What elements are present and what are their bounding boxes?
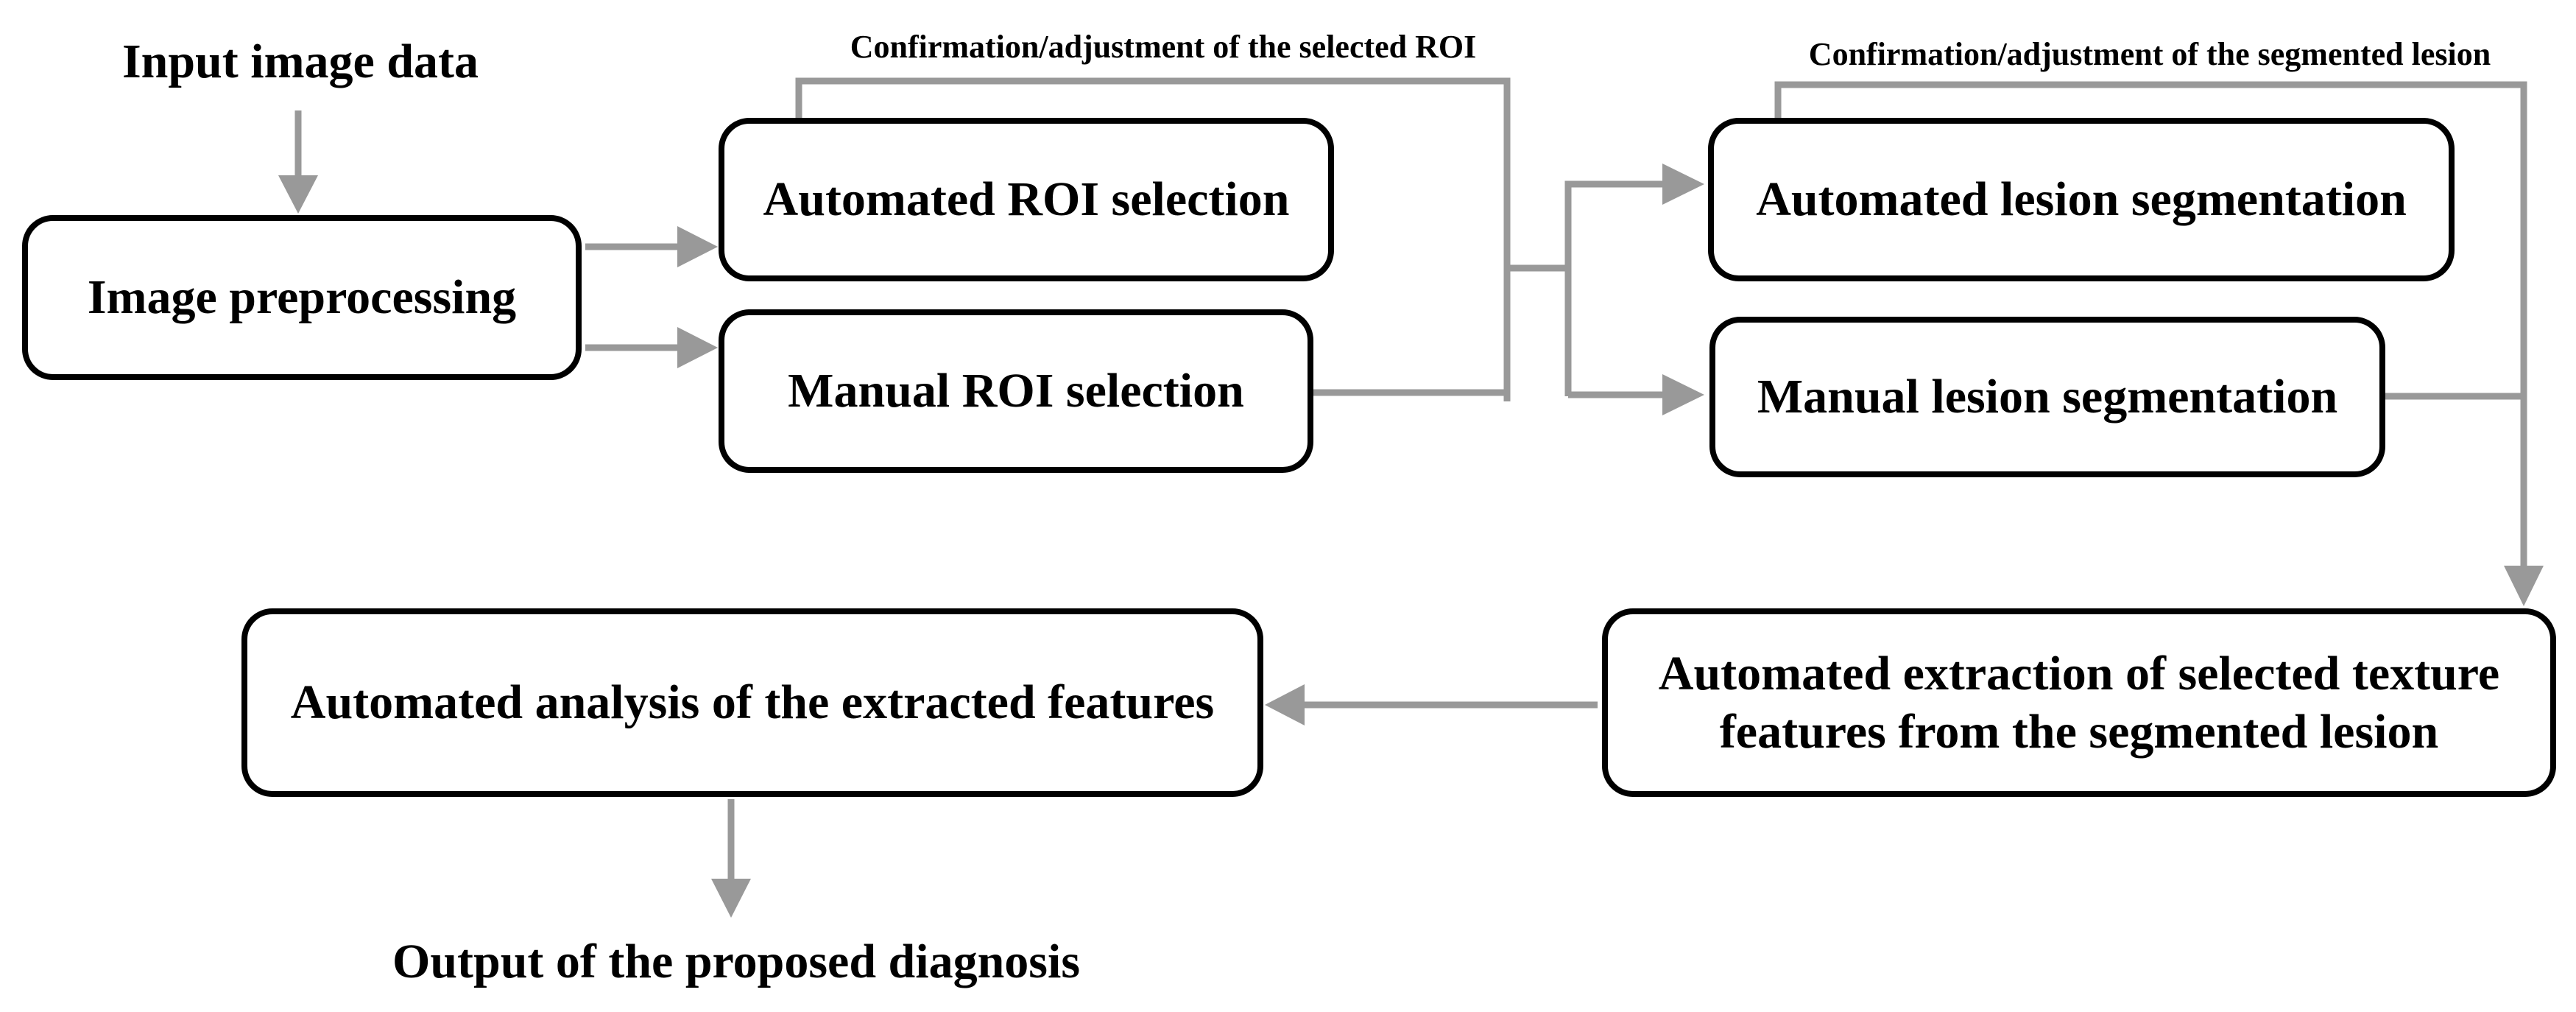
- manual-roi-selection-box: Manual ROI selection: [719, 309, 1313, 473]
- feature-extraction-label-line1: Automated extraction of selected texture: [1658, 646, 2500, 700]
- manual-lesion-segmentation-box: Manual lesion segmentation: [1709, 317, 2385, 477]
- image-preprocessing-label: Image preprocessing: [87, 270, 517, 325]
- automated-lesion-segmentation-label: Automated lesion segmentation: [1756, 172, 2407, 227]
- automated-lesion-segmentation-box: Automated lesion segmentation: [1708, 118, 2455, 281]
- arrowhead-automated-lesion: [1662, 164, 1704, 205]
- output-diagnosis-label: Output of the proposed diagnosis: [392, 935, 1081, 988]
- feature-extraction-label-line2: features from the segmented lesion: [1719, 705, 2439, 759]
- roi-feedback-loop: [795, 77, 1511, 401]
- arrowhead-output: [711, 879, 751, 918]
- arrowhead-preprocessing: [278, 175, 318, 214]
- roi-feedback-label: Confirmation/adjustment of the selected …: [850, 29, 1477, 65]
- input-image-data-label: Input image data: [121, 35, 479, 88]
- image-preprocessing-box: Image preprocessing: [22, 215, 582, 380]
- lesion-feedback-label: Confirmation/adjustment of the segmented…: [1808, 36, 2491, 72]
- arrowhead-manual-roi: [677, 327, 718, 368]
- feature-analysis-label: Automated analysis of the extracted feat…: [290, 675, 1215, 730]
- arrowhead-feature-analysis: [1265, 684, 1305, 725]
- automated-roi-selection-label: Automated ROI selection: [763, 172, 1290, 227]
- arrowhead-feature-extraction: [2504, 566, 2544, 606]
- connector-split-to-automated-lesion: [1564, 180, 1664, 396]
- lesion-feedback-loop: [1774, 81, 2527, 567]
- manual-lesion-segmentation-label: Manual lesion segmentation: [1757, 370, 2338, 424]
- automated-roi-selection-box: Automated ROI selection: [719, 118, 1334, 281]
- manual-roi-selection-label: Manual ROI selection: [788, 364, 1244, 418]
- feature-analysis-box: Automated analysis of the extracted feat…: [241, 608, 1263, 797]
- feature-extraction-box: Automated extraction of selected texture…: [1602, 608, 2556, 797]
- arrowhead-manual-lesion: [1662, 374, 1704, 415]
- arrowhead-automated-roi: [677, 226, 718, 267]
